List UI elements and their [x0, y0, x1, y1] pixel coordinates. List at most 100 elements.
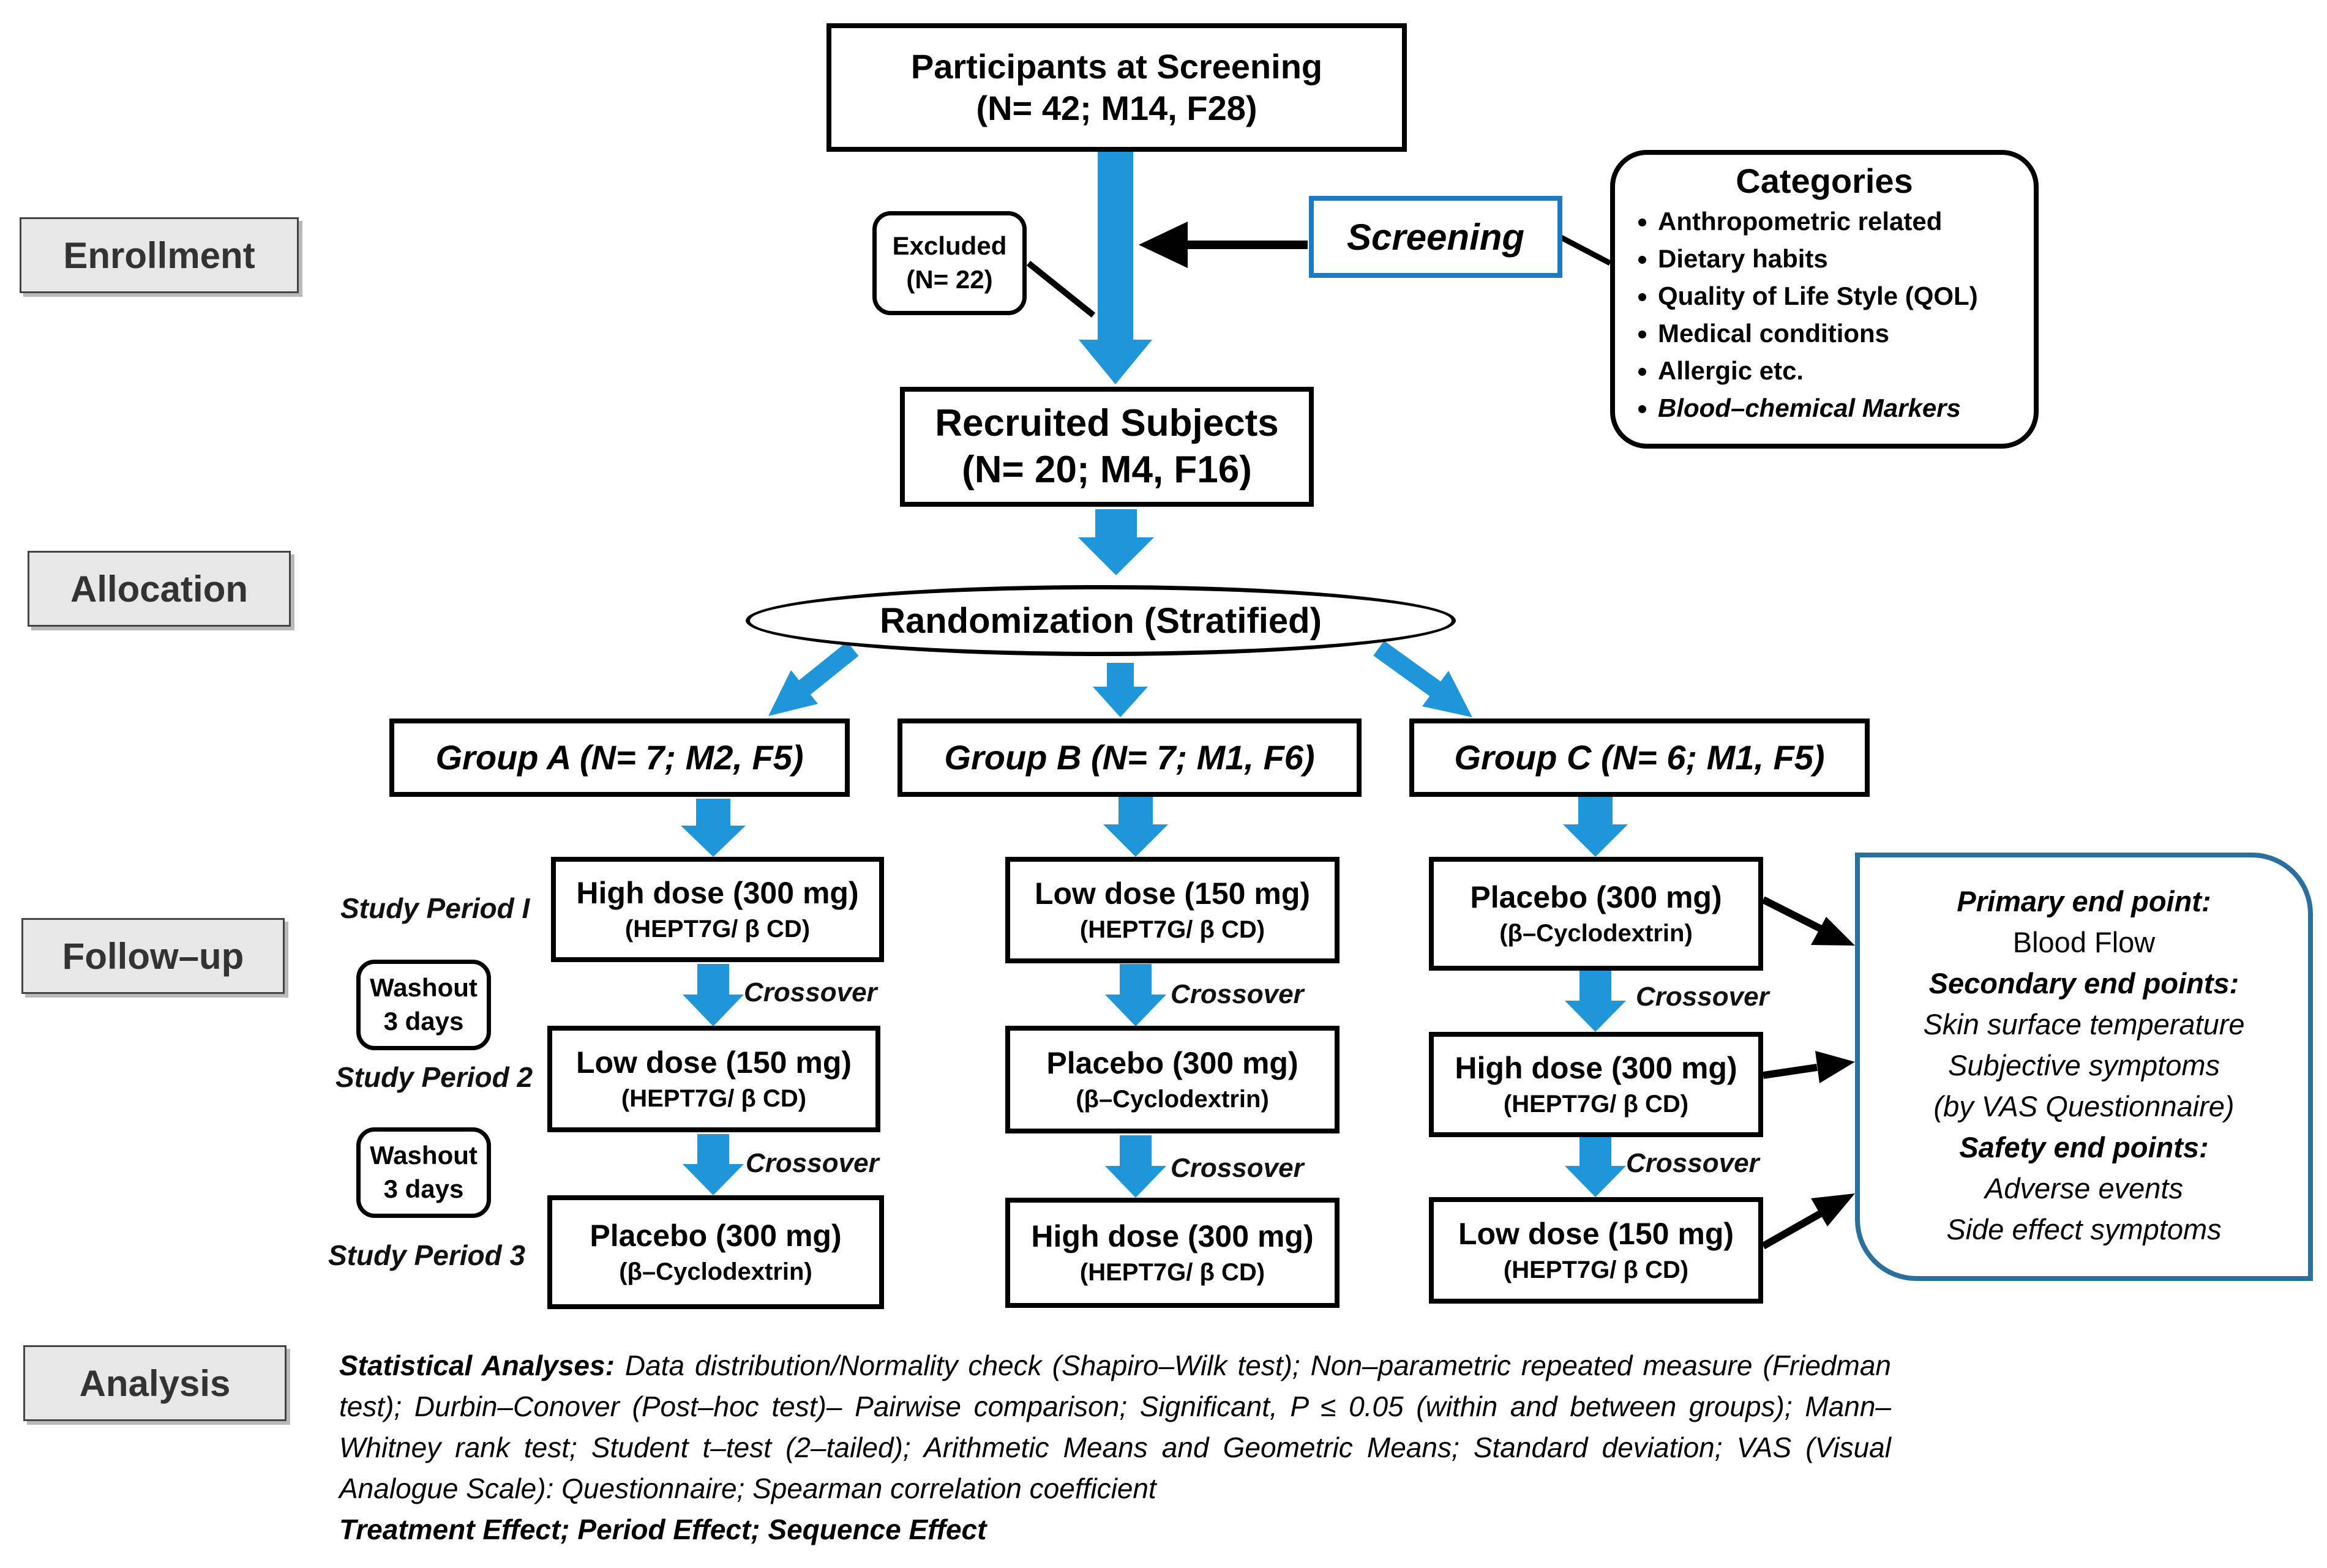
crossover-arrow-a1	[683, 964, 744, 1026]
dose-title: High dose (300 mg)	[1455, 1051, 1737, 1086]
dose-composition: (HEPT7G/ β CD)	[1503, 1256, 1689, 1284]
arrow-to-group-a-shaft	[796, 641, 859, 696]
phase-enrollment-label: Enrollment	[63, 234, 255, 276]
screening-box: Screening	[1309, 196, 1562, 278]
crossover-label-b2: Crossover	[1171, 1153, 1304, 1183]
excluded-count: (N= 22)	[906, 265, 993, 294]
participants-screening-count: (N= 42; M14, F28)	[976, 89, 1257, 127]
dose-composition: (HEPT7G/ β CD)	[624, 916, 811, 943]
analysis-label: Statistical Analyses:	[339, 1350, 615, 1381]
dose-title: Placebo (300 mg)	[1046, 1046, 1298, 1081]
dose-composition: (HEPT7G/ β CD)	[1503, 1091, 1689, 1118]
washout-title: Washout	[370, 1141, 478, 1170]
participants-screening-box: Participants at Screening (N= 42; M14, F…	[826, 23, 1407, 152]
crossover-label-b1: Crossover	[1171, 979, 1304, 1009]
group-a-period1-high-dose: High dose (300 mg) (HEPT7G/ β CD)	[551, 857, 884, 962]
crossover-arrow-b1	[1105, 964, 1166, 1026]
phase-analysis-label: Analysis	[79, 1362, 231, 1404]
primary-endpoint-item: Blood Flow	[2012, 926, 2156, 958]
arrow-to-group-a-head	[768, 670, 818, 716]
crossover-arrow-c2	[1565, 1135, 1626, 1197]
excluded-title: Excluded	[892, 231, 1007, 261]
dose-title: Low dose (150 mg)	[1034, 876, 1311, 911]
dose-composition: (HEPT7G/ β CD)	[1079, 1259, 1265, 1286]
category-item: Allergic etc.	[1658, 352, 2034, 389]
screening-arrowhead	[1139, 222, 1188, 268]
group-c-period2-high-dose: High dose (300 mg) (HEPT7G/ β CD)	[1429, 1032, 1763, 1137]
dose-composition: (HEPT7G/ β CD)	[1079, 916, 1265, 944]
group-a-label: Group A (N= 7; M2, F5)	[435, 737, 804, 777]
screening-label: Screening	[1346, 216, 1525, 258]
primary-endpoint-title: Primary end point:	[1957, 885, 2211, 917]
analysis-text: Statistical Analyses: Data distribution/…	[339, 1345, 1891, 1509]
endpoint-arrow-3	[1761, 1209, 1823, 1250]
study-period-3-label: Study Period 3	[328, 1239, 526, 1271]
categories-list: Anthropometric related Dietary habits Qu…	[1615, 203, 2034, 427]
crossover-label-c1: Crossover	[1636, 982, 1769, 1012]
phase-enrollment: Enrollment	[20, 217, 299, 293]
arrow-group-b-to-period1	[1103, 796, 1168, 857]
group-c-label: Group C (N= 6; M1, F5)	[1454, 737, 1825, 777]
category-item: Anthropometric related	[1658, 203, 2034, 240]
endpoint-arrowhead-2	[1815, 1051, 1855, 1083]
crossover-arrow-a2	[683, 1134, 744, 1195]
endpoint-arrow-2	[1763, 1064, 1818, 1079]
crossover-label-a1: Crossover	[744, 977, 877, 1007]
arrow-recruited-to-randomization	[1078, 509, 1154, 575]
category-item: Medical conditions	[1658, 315, 2034, 352]
crossover-arrow-b2	[1105, 1135, 1166, 1198]
secondary-endpoint-item: (by VAS Questionnaire)	[1933, 1090, 2235, 1122]
arrow-to-group-c-head	[1422, 671, 1472, 717]
dose-composition: (β–Cyclodextrin)	[619, 1258, 812, 1286]
dose-composition: (β–Cyclodextrin)	[1499, 920, 1693, 947]
endpoint-arrowhead-3	[1811, 1193, 1855, 1226]
washout-box-2: Washout 3 days	[356, 1127, 491, 1218]
group-c-period3-low-dose: Low dose (150 mg) (HEPT7G/ β CD)	[1429, 1197, 1763, 1304]
category-item: Quality of Life Style (QOL)	[1658, 277, 2034, 315]
group-c-box: Group C (N= 6; M1, F5)	[1409, 719, 1870, 797]
dose-title: High dose (300 mg)	[576, 876, 859, 911]
group-b-label: Group B (N= 7; M1, F6)	[944, 737, 1315, 777]
endpoint-arrow-1	[1761, 896, 1823, 933]
secondary-endpoint-item: Subjective symptoms	[1947, 1049, 2220, 1081]
category-item: Blood–chemical Markers	[1658, 389, 2034, 427]
group-b-period1-low-dose: Low dose (150 mg) (HEPT7G/ β CD)	[1005, 857, 1340, 963]
group-a-period3-placebo: Placebo (300 mg) (β–Cyclodextrin)	[547, 1195, 884, 1309]
phase-followup-label: Follow–up	[62, 935, 244, 977]
analysis-effects: Treatment Effect; Period Effect; Sequenc…	[339, 1514, 987, 1545]
endpoints-box: Primary end point: Blood Flow Secondary …	[1855, 853, 2313, 1281]
washout-box-1: Washout 3 days	[356, 960, 491, 1050]
study-period-1-label: Study Period I	[340, 892, 530, 924]
safety-endpoint-title: Safety end points:	[1959, 1131, 2209, 1163]
excluded-connector	[1026, 261, 1096, 318]
arrow-group-c-to-period1	[1563, 794, 1628, 857]
recruited-count: (N= 20; M4, F16)	[962, 449, 1252, 491]
categories-title: Categories	[1736, 162, 1913, 200]
washout-duration: 3 days	[383, 1007, 464, 1036]
recruited-title: Recruited Subjects	[935, 402, 1279, 445]
dose-title: High dose (300 mg)	[1031, 1219, 1314, 1254]
dose-composition: (β–Cyclodextrin)	[1076, 1086, 1269, 1113]
arrow-group-a-to-period1	[681, 799, 746, 857]
crossover-label-a2: Crossover	[746, 1148, 879, 1178]
washout-title: Washout	[370, 973, 478, 1002]
arrow-to-group-b	[1093, 663, 1148, 717]
categories-box: Categories Anthropometric related Dietar…	[1610, 150, 2039, 449]
randomization-label: Randomization (Stratified)	[880, 600, 1322, 641]
category-item: Dietary habits	[1658, 240, 2034, 277]
randomization-ellipse: Randomization (Stratified)	[746, 585, 1456, 656]
phase-analysis: Analysis	[23, 1345, 287, 1421]
dose-title: Placebo (300 mg)	[1470, 880, 1722, 915]
dose-composition: (HEPT7G/ β CD)	[621, 1085, 807, 1113]
group-c-period1-placebo: Placebo (300 mg) (β–Cyclodextrin)	[1429, 857, 1763, 971]
dose-title: Low dose (150 mg)	[575, 1045, 852, 1080]
recruited-box: Recruited Subjects (N= 20; M4, F16)	[900, 387, 1314, 507]
secondary-endpoint-title: Secondary end points:	[1928, 967, 2239, 999]
washout-duration: 3 days	[383, 1174, 464, 1203]
study-period-2-label: Study Period 2	[335, 1061, 533, 1093]
dose-title: Placebo (300 mg)	[590, 1219, 842, 1253]
group-a-box: Group A (N= 7; M2, F5)	[389, 719, 850, 797]
arrow-screening-to-recruited	[1079, 150, 1152, 384]
categories-connector	[1558, 234, 1612, 266]
